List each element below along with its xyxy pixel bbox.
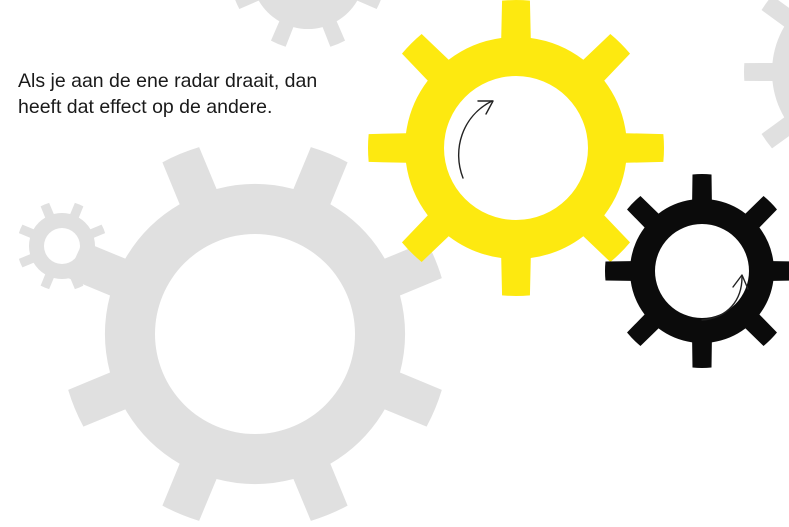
grey-gear-large	[68, 147, 442, 521]
grey-gear-right-edge	[744, 0, 789, 187]
caption-text: Als je aan de ene radar draait, dan heef…	[18, 68, 408, 120]
black-gear	[605, 174, 789, 368]
rotation-arrow-yellow-gear	[459, 101, 493, 178]
caption-line-2: heeft dat effect op de andere.	[18, 94, 408, 120]
caption-line-1: Als je aan de ene radar draait, dan	[18, 68, 408, 94]
yellow-gear	[368, 0, 664, 296]
grey-gear-top	[233, 0, 382, 47]
